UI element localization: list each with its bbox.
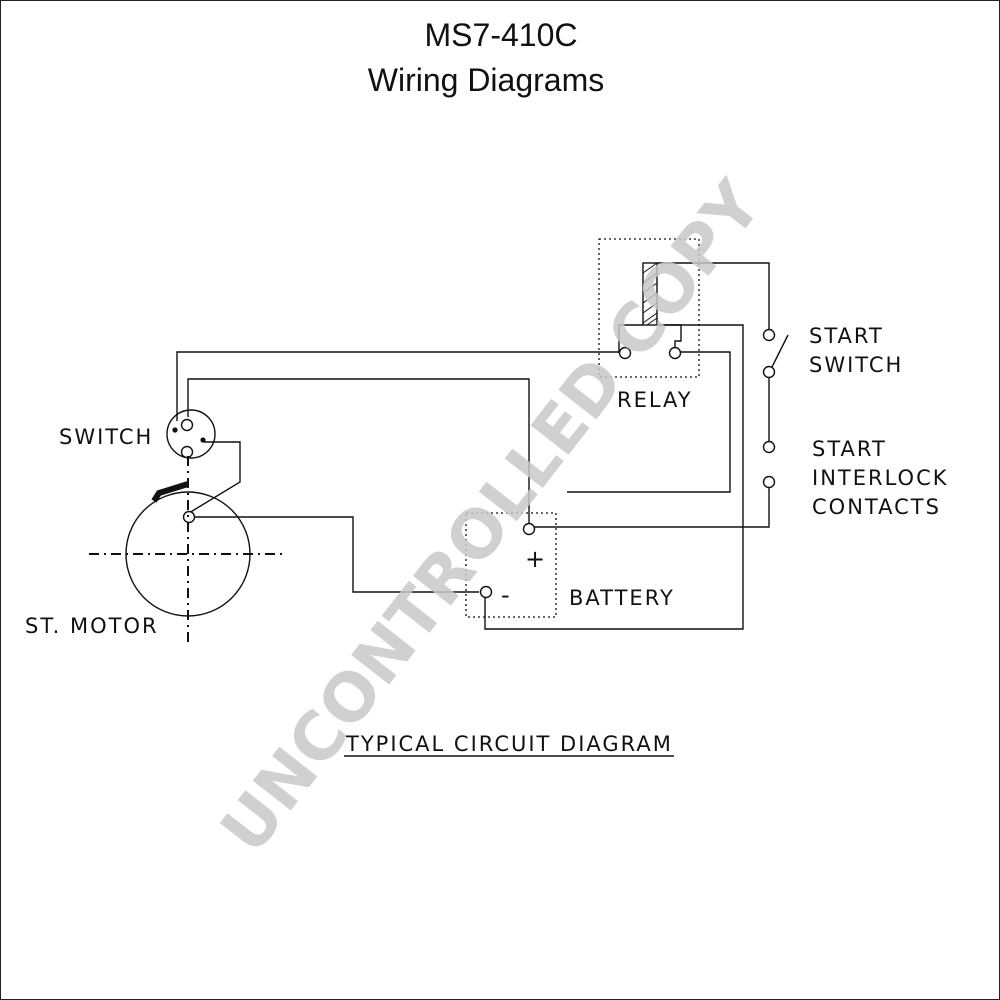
switch-label: SWITCH <box>59 425 153 449</box>
start-switch-label-line1: START <box>809 324 884 348</box>
battery-housing <box>465 512 557 618</box>
start-switch-terminal-bottom <box>762 365 776 379</box>
relay-to-start-switch-wire <box>657 262 770 331</box>
interlock-label-line2: INTERLOCK <box>812 466 949 490</box>
start-switch-terminal-top <box>762 328 776 342</box>
relay-housing <box>598 238 700 378</box>
relay-label: RELAY <box>617 388 693 412</box>
interlock-label-line3: CONTACTS <box>812 495 941 519</box>
interlock-to-battery-positive-wire <box>529 488 770 528</box>
relay-right-to-return-wire <box>567 351 731 493</box>
relay-to-battery-negative-wire <box>484 324 744 630</box>
battery-plus-sign: + <box>525 545 545 573</box>
diagram-subtitle: Wiring Diagrams <box>368 62 604 98</box>
solenoid-terminal-top <box>180 418 194 432</box>
switch-to-relay-wire <box>176 351 619 421</box>
start-switch-blade <box>771 334 789 368</box>
interlock-label-line1: START <box>812 437 887 461</box>
model-title: MS7-410C <box>425 17 578 53</box>
solenoid-dot-right <box>200 437 206 443</box>
battery-positive-terminal <box>522 522 536 536</box>
switch-to-motor-wire <box>188 441 241 514</box>
interlock-terminal-bottom <box>762 475 776 489</box>
relay-internal-left <box>618 324 643 353</box>
solenoid-dot-left <box>172 427 178 433</box>
start-switch-label-line2: SWITCH <box>809 353 903 377</box>
relay-terminal-right <box>668 346 682 360</box>
caption: TYPICAL CIRCUIT DIAGRAM <box>345 732 673 756</box>
solenoid-switch-circle <box>166 409 216 459</box>
switch-to-battery-wire <box>187 378 530 527</box>
interlock-terminal-top <box>762 440 776 454</box>
relay-coil <box>642 262 658 326</box>
battery-label: BATTERY <box>569 586 675 610</box>
solenoid-terminal-bottom <box>180 445 194 459</box>
st-motor-label: ST. MOTOR <box>25 614 159 638</box>
battery-negative-terminal <box>479 585 493 599</box>
drive-lever <box>151 481 189 503</box>
motor-to-battery-negative-wire <box>191 516 479 593</box>
battery-minus-sign: - <box>501 581 510 609</box>
relay-terminal-left <box>618 346 632 360</box>
